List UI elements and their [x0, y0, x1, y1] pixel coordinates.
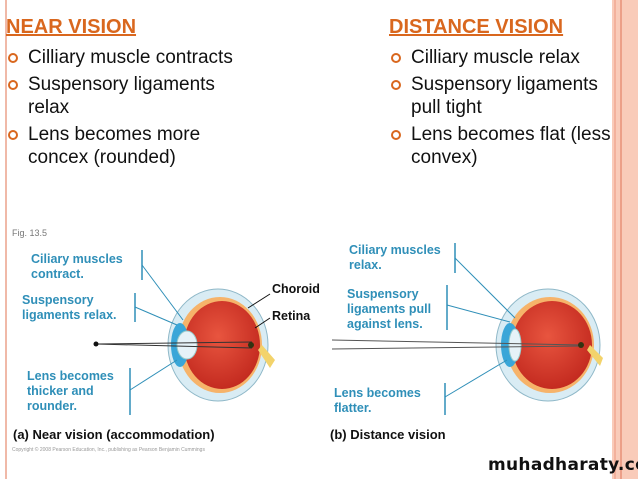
near-eye-illustration [93, 250, 275, 415]
bullet-icon [391, 130, 401, 140]
list-item: Suspensory ligaments relax [6, 73, 256, 119]
bullet-text: Cilliary muscle contracts [28, 47, 233, 68]
right-decor-band [612, 0, 638, 479]
near-ciliary-label: Ciliary muscles contract. [31, 252, 123, 281]
near-ligaments-label: Suspensory ligaments relax. [22, 293, 117, 322]
bullet-text: Suspensory ligaments pull tight [411, 74, 598, 118]
list-item: Cilliary muscle relax [389, 46, 629, 69]
left-border [5, 0, 7, 479]
bullet-text: Suspensory ligaments relax [28, 74, 215, 118]
list-item: Lens becomes flat (less convex) [389, 123, 629, 169]
distance-ligaments-label: Suspensory ligaments pull against lens. [347, 287, 432, 331]
bullet-text: Lens becomes flat (less convex) [411, 124, 611, 168]
distance-lens-label: Lens becomes flatter. [334, 386, 421, 415]
bullet-icon [8, 130, 18, 140]
distance-ciliary-label: Ciliary muscles relax. [349, 243, 441, 272]
distance-vision-heading: DISTANCE VISION [389, 16, 564, 38]
near-vision-list: Cilliary muscle contracts Suspensory lig… [6, 46, 256, 173]
distance-caption: (b) Distance vision [330, 427, 446, 442]
watermark: muhadharaty.com [488, 455, 638, 475]
distance-vision-list: Cilliary muscle relax Suspensory ligamen… [389, 46, 629, 173]
bullet-icon [391, 53, 401, 63]
distance-eye-illustration [331, 243, 603, 415]
bullet-text: Lens becomes more concex (rounded) [28, 124, 201, 168]
fig-overlay: Fig. 13.5 [12, 228, 48, 238]
list-item: Suspensory ligaments pull tight [389, 73, 629, 119]
near-vision-heading: NEAR VISION [6, 16, 137, 38]
list-item: Lens becomes more concex (rounded) [6, 123, 256, 169]
bullet-icon [8, 80, 18, 90]
bullet-icon [391, 80, 401, 90]
bullet-icon [8, 53, 18, 63]
retina-label: Retina [272, 309, 311, 323]
copyright: Copyright © 2008 Pearson Education, Inc.… [12, 447, 205, 453]
near-lens-label: Lens becomes thicker and rounder. [27, 369, 114, 413]
near-caption: (a) Near vision (accommodation) [13, 427, 215, 442]
choroid-label: Choroid [272, 282, 320, 296]
bullet-text: Cilliary muscle relax [411, 47, 580, 68]
list-item: Cilliary muscle contracts [6, 46, 256, 69]
